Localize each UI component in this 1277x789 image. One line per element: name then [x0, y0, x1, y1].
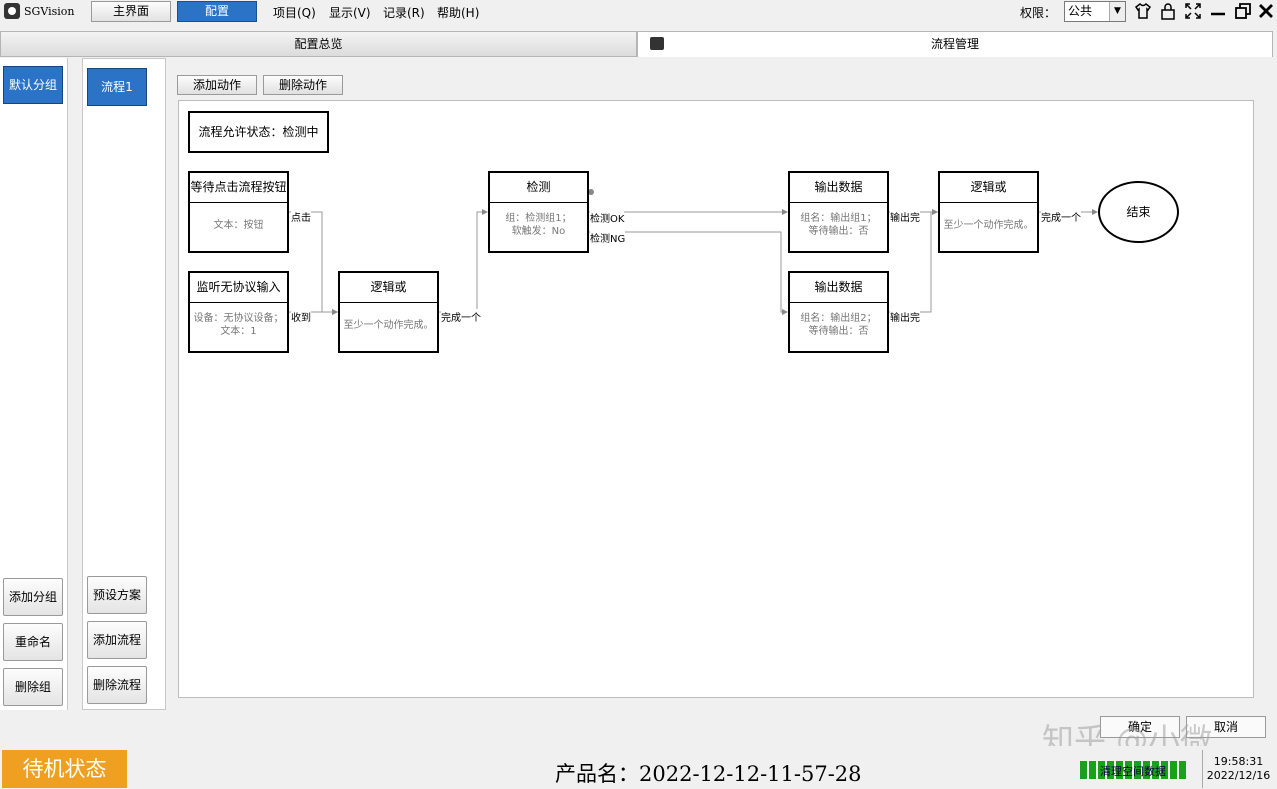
status-bar: 待机状态 产品名：2022-12-12-11-57-28 清理空间数据 19:5… — [0, 746, 1277, 789]
add-group-button[interactable]: 添加分组 — [3, 578, 63, 616]
product-name: 产品名：2022-12-12-11-57-28 — [555, 762, 862, 786]
clock: 19:58:31 2022/12/16 — [1202, 750, 1274, 788]
add-action-button[interactable]: 添加动作 — [177, 75, 257, 95]
node-logic-or-2[interactable]: 逻辑或 至少一个动作完成。 — [938, 171, 1039, 253]
node-title: 逻辑或 — [340, 273, 437, 303]
chevron-down-icon: ▼ — [1109, 2, 1125, 21]
node-title: 逻辑或 — [940, 173, 1037, 203]
edge-label-recv: 收到 — [291, 309, 311, 324]
node-desc: 至少一个动作完成。 — [343, 320, 434, 331]
storage-label: 清理空间数据 — [1100, 765, 1166, 778]
connector-lines — [289, 189, 1098, 315]
node-desc: 设备：无协议设备； 文本：1 — [190, 303, 287, 338]
title-bar: SGVision 主界面 配置 项目(Q) 显示(V) 记录(R) 帮助(H) … — [0, 0, 1277, 24]
close-icon[interactable] — [1256, 2, 1276, 22]
node-logic-or-1[interactable]: 逻辑或 至少一个动作完成。 — [338, 271, 439, 353]
flow-status-box[interactable]: 流程允许状态：检测中 — [188, 111, 329, 153]
node-desc: 组：检测组1； 软触发：No — [490, 203, 587, 238]
node-title: 输出数据 — [790, 173, 887, 203]
node-desc-line: 组名：输出组1； — [800, 213, 877, 224]
node-end[interactable]: 结束 — [1098, 181, 1179, 243]
node-output-2[interactable]: 输出数据 组名：输出组2； 等待输出：否 — [788, 271, 889, 353]
node-output-1[interactable]: 输出数据 组名：输出组1； 等待输出：否 — [788, 171, 889, 253]
node-desc-line: 等待输出：否 — [808, 326, 869, 337]
storage-progress-bar — [1080, 761, 1188, 779]
menu-project[interactable]: 项目(Q) — [273, 6, 316, 20]
edge-label-one1: 完成一个 — [441, 309, 481, 324]
node-desc: 至少一个动作完成。 — [943, 220, 1034, 231]
cancel-button[interactable]: 取消 — [1186, 716, 1266, 738]
camera-icon — [650, 37, 664, 50]
node-desc-line: 设备：无协议设备； — [193, 313, 284, 324]
restore-icon[interactable] — [1233, 2, 1253, 22]
app-title: SGVision — [24, 5, 75, 18]
node-desc: 文本：按钮 — [213, 220, 264, 231]
node-desc: 组名：输出组2； 等待输出：否 — [790, 303, 887, 338]
node-wait-button[interactable]: 等待点击流程按钮 文本：按钮 — [188, 171, 289, 253]
add-flow-button[interactable]: 添加流程 — [87, 621, 147, 659]
menu-record[interactable]: 记录(R) — [383, 6, 425, 20]
machine-state-badge: 待机状态 — [2, 750, 127, 788]
clock-time: 19:58:31 — [1213, 755, 1264, 768]
preset-button[interactable]: 预设方案 — [87, 576, 147, 614]
delete-group-button[interactable]: 删除组 — [3, 668, 63, 706]
tab-bar: 配置总览 流程管理 — [0, 31, 1277, 57]
edge-label-done2: 输出完 — [890, 309, 920, 324]
edge-label-click: 点击 — [291, 209, 311, 224]
fullscreen-icon[interactable] — [1183, 2, 1203, 22]
node-title: 检测 — [490, 173, 587, 203]
node-listen-input[interactable]: 监听无协议输入 设备：无协议设备； 文本：1 — [188, 271, 289, 353]
permission-label: 权限： — [1020, 6, 1057, 20]
node-title: 监听无协议输入 — [190, 273, 287, 303]
edge-label-ok: 检测OK — [590, 210, 625, 225]
home-button[interactable]: 主界面 — [91, 1, 171, 22]
tab-flow-management[interactable]: 流程管理 — [637, 31, 1273, 57]
delete-action-button[interactable]: 删除动作 — [263, 75, 343, 95]
edge-label-ng: 检测NG — [590, 230, 626, 245]
menu-display[interactable]: 显示(V) — [329, 6, 371, 20]
flow-item-1[interactable]: 流程1 — [87, 68, 147, 106]
app-logo-icon — [4, 3, 20, 19]
node-title: 输出数据 — [790, 273, 887, 303]
edge-label-one2: 完成一个 — [1041, 209, 1081, 224]
tab-flow-label: 流程管理 — [930, 37, 979, 51]
rename-group-button[interactable]: 重命名 — [3, 623, 63, 661]
node-desc-line: 文本：1 — [220, 326, 257, 337]
node-desc-line: 等待输出：否 — [808, 226, 869, 237]
delete-flow-button[interactable]: 删除流程 — [87, 666, 147, 704]
shirt-icon[interactable] — [1133, 2, 1153, 22]
tab-overview[interactable]: 配置总览 — [0, 31, 637, 57]
node-desc-line: 组：检测组1； — [505, 213, 572, 224]
permission-value: 公共 — [1068, 4, 1093, 18]
node-desc: 组名：输出组1； 等待输出：否 — [790, 203, 887, 238]
node-title: 等待点击流程按钮 — [190, 173, 287, 203]
group-default[interactable]: 默认分组 — [3, 66, 63, 104]
edge-label-done1: 输出完 — [890, 209, 920, 224]
menu-help[interactable]: 帮助(H) — [437, 6, 480, 20]
clock-date: 2022/12/16 — [1206, 769, 1271, 782]
node-detect[interactable]: 检测 组：检测组1； 软触发：No — [488, 171, 589, 253]
minimize-icon[interactable] — [1208, 2, 1228, 22]
permission-select[interactable]: 公共 ▼ — [1064, 1, 1126, 22]
node-desc-line: 软触发：No — [511, 226, 566, 237]
node-desc-line: 组名：输出组2； — [800, 313, 877, 324]
confirm-button[interactable]: 确定 — [1100, 716, 1180, 738]
lock-icon[interactable] — [1158, 2, 1178, 22]
config-button[interactable]: 配置 — [177, 1, 257, 22]
flow-canvas[interactable]: 流程允许状态：检测中 等待点击流程按钮 文本：按钮 监听无协议输入 设备：无协议… — [178, 100, 1254, 698]
